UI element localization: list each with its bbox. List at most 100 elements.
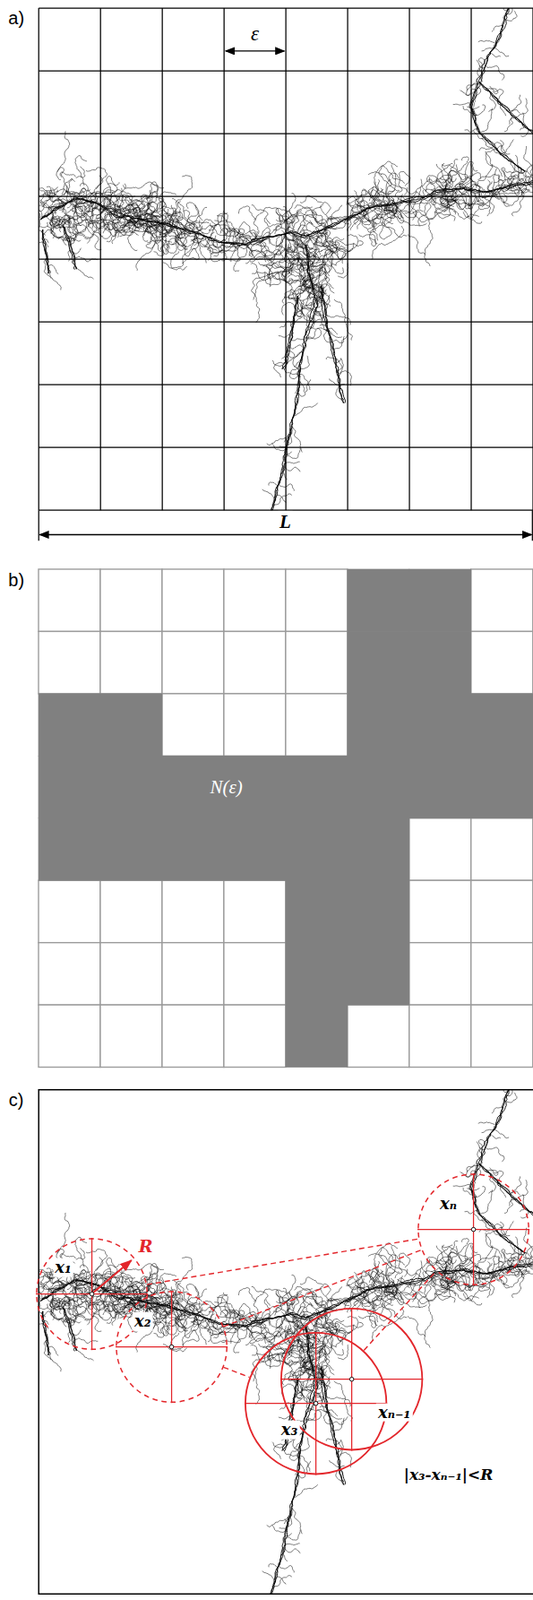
grid-line bbox=[38, 258, 533, 260]
empty-box bbox=[223, 879, 286, 942]
dimension-label: L bbox=[277, 510, 293, 533]
crack-trace bbox=[41, 1089, 533, 1593]
grid-line bbox=[38, 69, 533, 71]
panel-label: a) bbox=[6, 8, 26, 29]
empty-box bbox=[285, 568, 348, 631]
filled-box bbox=[347, 879, 411, 943]
crack-drawing bbox=[38, 1089, 533, 1593]
filled-box bbox=[471, 693, 533, 757]
empty-box bbox=[162, 631, 224, 694]
radius-circle: xₙ₋₁ bbox=[280, 1306, 423, 1450]
radius-circle: x₃ bbox=[244, 1331, 387, 1474]
center-dot bbox=[169, 1343, 174, 1349]
grid-line bbox=[38, 133, 533, 135]
empty-box bbox=[223, 942, 286, 1005]
panel-label: c) bbox=[7, 1089, 26, 1110]
empty-box bbox=[38, 568, 101, 631]
radius-circle: x₂ bbox=[115, 1289, 228, 1402]
filled-box bbox=[409, 568, 473, 632]
empty-box bbox=[162, 879, 224, 942]
empty-box bbox=[100, 1004, 163, 1066]
center-dot bbox=[89, 1290, 95, 1296]
filled-box bbox=[347, 630, 411, 694]
empty-box bbox=[38, 631, 101, 694]
grid-line bbox=[38, 321, 533, 323]
filled-box bbox=[409, 630, 473, 694]
center-dot bbox=[472, 1226, 477, 1231]
panel-frame bbox=[38, 1089, 533, 1593]
empty-box bbox=[409, 817, 472, 880]
covering-boxes bbox=[38, 568, 533, 1067]
filled-box bbox=[38, 693, 102, 757]
circle-outline bbox=[281, 1307, 422, 1450]
filled-box bbox=[285, 1004, 349, 1067]
circle-outline bbox=[35, 1237, 148, 1350]
empty-box bbox=[471, 568, 533, 631]
filled-box bbox=[347, 693, 411, 757]
filled-box bbox=[471, 755, 533, 818]
filled-box bbox=[38, 817, 102, 881]
empty-box bbox=[471, 817, 533, 880]
filled-box bbox=[162, 817, 225, 881]
circle-outline bbox=[36, 1237, 147, 1349]
circle-outline bbox=[417, 1172, 530, 1285]
empty-box bbox=[285, 631, 348, 694]
dimension-label: ε bbox=[249, 21, 261, 45]
distance-line bbox=[146, 1237, 419, 1284]
filled-box bbox=[285, 817, 349, 881]
empty-box bbox=[223, 631, 286, 694]
dimension-tick bbox=[38, 509, 40, 541]
empty-box bbox=[100, 879, 163, 942]
filled-box bbox=[285, 942, 349, 1006]
empty-box bbox=[409, 1004, 472, 1066]
empty-box bbox=[347, 1004, 410, 1066]
point-label: xₙ bbox=[438, 1194, 459, 1213]
circle-outline bbox=[115, 1290, 226, 1402]
point-label: xₙ₋₁ bbox=[376, 1401, 413, 1421]
center-dot bbox=[313, 1400, 319, 1405]
empty-box bbox=[471, 631, 533, 694]
crack-drawing bbox=[38, 8, 533, 510]
empty-box bbox=[162, 1004, 224, 1066]
dimension-arrow bbox=[39, 533, 532, 535]
grid-line bbox=[38, 384, 533, 386]
empty-box bbox=[38, 879, 101, 942]
empty-box bbox=[162, 568, 224, 631]
point-label: x₁ bbox=[52, 1257, 74, 1277]
center-dot bbox=[349, 1376, 354, 1382]
empty-box bbox=[409, 879, 472, 942]
filled-box bbox=[347, 817, 411, 881]
condition-label: |x₃-xₙ₋₁|<R bbox=[402, 1465, 496, 1484]
filled-box bbox=[100, 693, 164, 757]
crack-branches bbox=[38, 8, 533, 510]
dimension-arrow bbox=[225, 50, 285, 52]
empty-box bbox=[223, 693, 286, 756]
empty-box bbox=[100, 942, 163, 1005]
filled-box bbox=[285, 879, 349, 943]
empty-box bbox=[285, 693, 348, 756]
filled-box bbox=[347, 755, 411, 818]
dimension-tick bbox=[532, 509, 533, 541]
empty-box bbox=[162, 942, 224, 1005]
empty-box bbox=[38, 942, 101, 1005]
box-grid bbox=[38, 8, 533, 510]
filled-box bbox=[223, 817, 287, 881]
radius-circle: x₁ bbox=[35, 1237, 148, 1350]
crack-branches bbox=[38, 1089, 533, 1593]
grid-line bbox=[38, 7, 533, 9]
filled-box bbox=[100, 817, 164, 881]
point-label: x₂ bbox=[132, 1311, 154, 1331]
panel-label: b) bbox=[6, 568, 26, 590]
empty-box bbox=[471, 1004, 533, 1066]
filled-box bbox=[100, 755, 164, 818]
region-label: N(ε) bbox=[207, 775, 244, 798]
distance-line bbox=[363, 1270, 437, 1350]
empty-box bbox=[100, 631, 163, 694]
empty-box bbox=[223, 1004, 286, 1066]
filled-box bbox=[409, 693, 473, 757]
box-count-region: N(ε) bbox=[38, 568, 533, 1067]
radius-circle: xₙ bbox=[417, 1172, 530, 1285]
filled-box bbox=[38, 755, 102, 818]
filled-box bbox=[285, 755, 349, 818]
